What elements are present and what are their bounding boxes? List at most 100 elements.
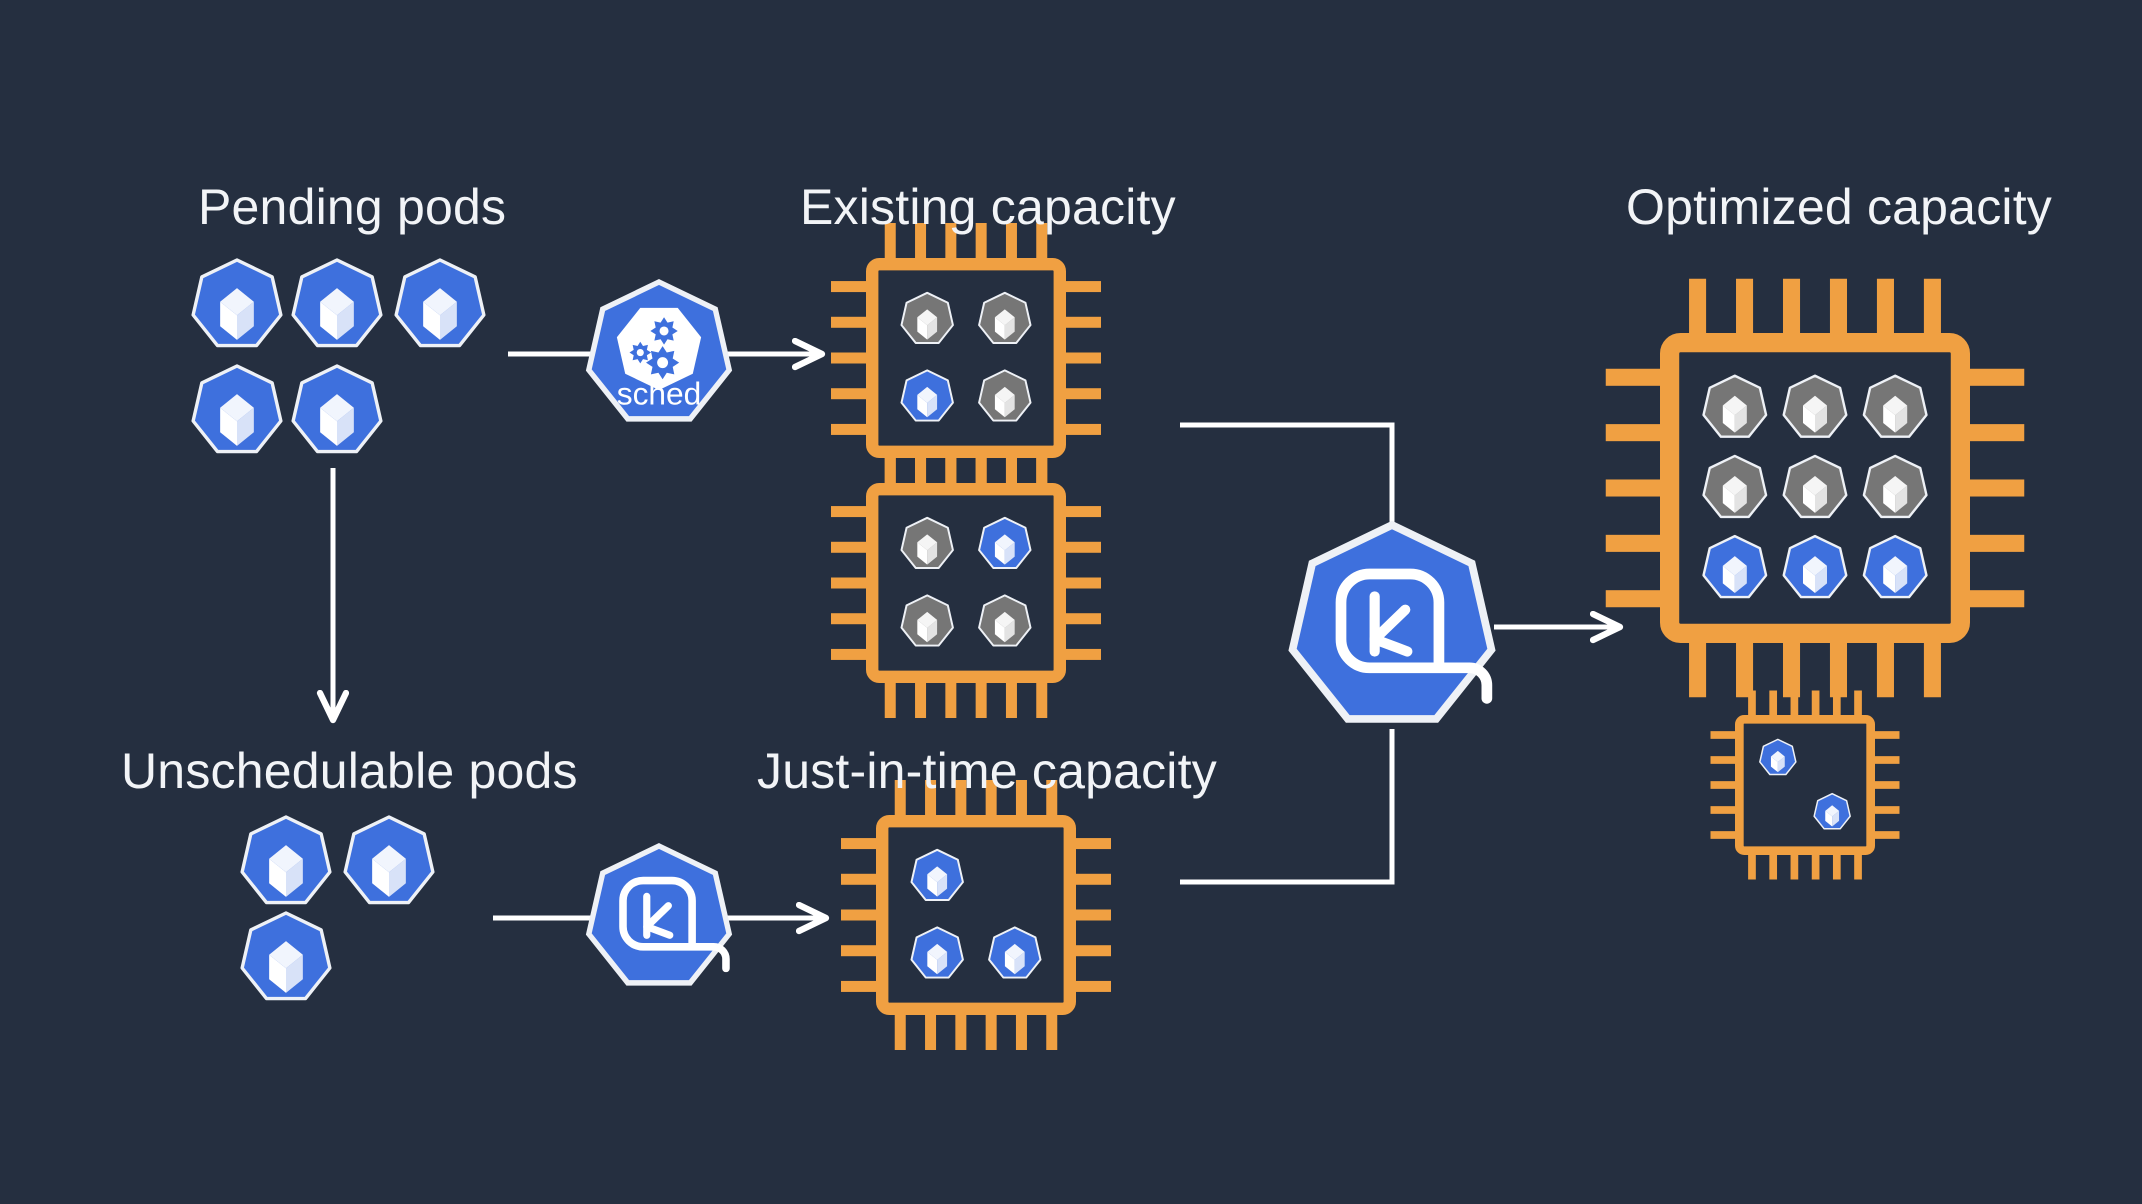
pod-icon (191, 364, 283, 454)
chip-pin (1063, 980, 1111, 992)
chip-pod (1702, 454, 1768, 519)
karpenter-node-center[interactable] (1288, 520, 1496, 723)
karpenter-node-jit[interactable] (585, 843, 733, 986)
cube-glyph (320, 394, 354, 446)
cube-glyph (994, 534, 1015, 565)
chip-pod (910, 926, 964, 979)
cube-glyph (1802, 475, 1828, 513)
chip-pin (985, 1002, 997, 1050)
cube-glyph (269, 845, 303, 897)
label-unschedulable-pods: Unschedulable pods (121, 743, 578, 799)
chip-pin (1053, 352, 1101, 364)
chip-optimized-small (1710, 690, 1900, 880)
line-jit-to-karpenter (1180, 729, 1395, 885)
chip-pin (1053, 506, 1101, 518)
chip-pin (1866, 756, 1900, 764)
chip-pod (900, 291, 954, 344)
chip-pin (1866, 781, 1900, 789)
chip-pin (1710, 781, 1744, 789)
chip-body (866, 258, 1067, 459)
chip-optimized-large (1605, 278, 2025, 698)
chip-pin (1866, 806, 1900, 814)
chip-pin (884, 448, 896, 496)
chip-pin (831, 352, 879, 364)
karpenter-k-icon (1335, 568, 1493, 704)
cube-glyph (994, 611, 1015, 643)
chip-pod (1862, 374, 1928, 438)
chip-pod (1782, 454, 1848, 519)
scheduler-node[interactable]: sched (585, 279, 733, 422)
pod-icon (240, 911, 332, 1001)
cube-glyph (1722, 395, 1747, 433)
chip-pin (831, 316, 879, 328)
cube-glyph (1883, 395, 1908, 433)
chip-pin (1053, 613, 1101, 625)
chip-pod (1782, 534, 1848, 599)
pod-icon (291, 364, 383, 454)
nodes-layer: sched (585, 279, 1496, 986)
label-jit-capacity: Just-in-time capacity (757, 743, 1217, 799)
chip-pin (1063, 909, 1111, 921)
chip-pin (1811, 846, 1820, 880)
chip-pod (900, 516, 954, 569)
gear-glyph (646, 346, 680, 380)
chip-pin (955, 780, 967, 828)
chip-pin (1854, 846, 1862, 880)
chip-pin (915, 223, 927, 271)
chip-pin (831, 613, 879, 625)
chip-pod (1702, 534, 1768, 599)
cube-glyph (320, 288, 354, 340)
chip-pin (925, 1002, 937, 1050)
chip-pin (1015, 780, 1027, 828)
cube-glyph (1004, 943, 1025, 975)
chip-pin (831, 648, 879, 660)
cube-glyph (220, 394, 254, 446)
gear-glyph (629, 341, 652, 364)
cube-glyph (1770, 750, 1785, 773)
scheduler-caption: sched (617, 375, 702, 411)
chip-pin (1036, 223, 1048, 271)
chip-pin (1063, 873, 1111, 885)
pods-layer (191, 258, 486, 1001)
chip-just-in-time (841, 780, 1111, 1050)
cube-glyph (917, 534, 938, 565)
chip-pin (1710, 731, 1744, 739)
chip-pin (841, 909, 889, 921)
chip-pin (975, 448, 987, 496)
chip-pin (1832, 690, 1841, 724)
chip-pin (1053, 577, 1101, 589)
chip-pin (1015, 1002, 1027, 1050)
gear-glyph (650, 317, 678, 345)
chip-pin (1832, 846, 1841, 880)
gears-icon (629, 317, 680, 380)
chip-pin (841, 945, 889, 957)
chip-pin (1790, 690, 1799, 724)
chip-pin (1769, 690, 1778, 724)
line-existing-to-karpenter (1180, 422, 1395, 525)
chip-pin (1053, 648, 1101, 660)
chip-pod (1862, 454, 1928, 519)
pod-icon (394, 258, 486, 348)
cube-glyph (1722, 475, 1747, 513)
chip-pin (1063, 838, 1111, 850)
chip-pin (1046, 1002, 1058, 1050)
unschedulable-pods-group (240, 815, 435, 1001)
inner-heptagon-shape (616, 307, 702, 390)
chip-pod (1759, 738, 1797, 776)
chip-pin (1036, 448, 1048, 496)
chip-pin (955, 1002, 967, 1050)
chip-existing-top (831, 223, 1101, 493)
cube-glyph (927, 866, 948, 897)
chip-pod (910, 848, 964, 901)
chip-pin (894, 780, 906, 828)
pod-icon (291, 258, 383, 348)
chip-pin (1710, 806, 1744, 814)
chip-pin (841, 980, 889, 992)
cube-glyph (994, 309, 1015, 340)
chip-pin (831, 577, 879, 589)
chip-pin (1053, 423, 1101, 435)
chip-pod (988, 926, 1042, 979)
chip-pin (1790, 846, 1799, 880)
